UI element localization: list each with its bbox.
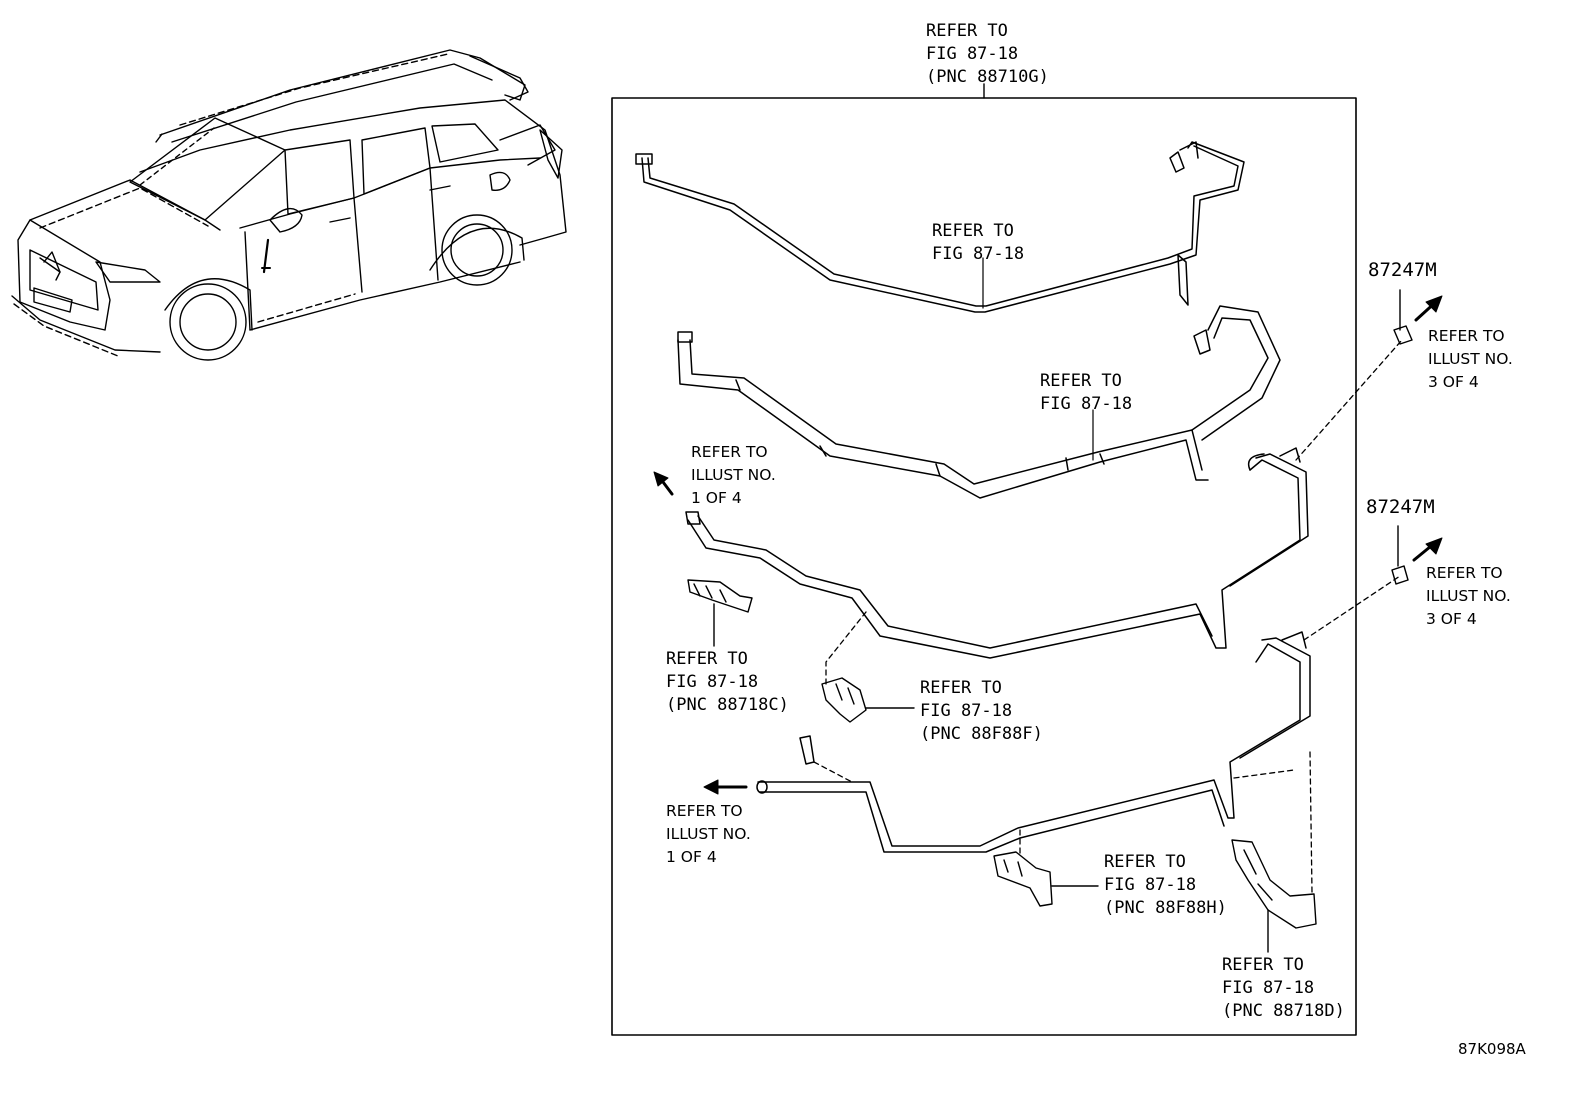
lower-hose [756,631,1311,853]
top-ref-label: REFER TO FIG 87-18 (PNC 88710G) [926,21,1049,87]
illust3-lower-label: REFER TO ILLUST NO. 3 OF 4 [1426,564,1511,628]
vehicle-illustration [11,49,567,361]
part-number-upper: 87247M [1368,259,1437,281]
clip-87247m-upper [1393,289,1413,345]
illust1-upper-label: REFER TO ILLUST NO. 1 OF 4 [691,443,776,507]
clamp-88f88f [821,677,915,723]
upper-pipe-ref-label: REFER TO FIG 87-18 [932,221,1025,264]
clamp-88f88h [993,851,1099,907]
clip-87247m-lower [1391,525,1409,585]
illust3-upper-label: REFER TO ILLUST NO. 3 OF 4 [1428,327,1513,391]
clamp-88f88h-ref-label: REFER TO FIG 87-18 (PNC 88F88H) [1104,852,1227,918]
part-number-lower: 87247M [1366,496,1435,518]
middle-hose [685,447,1309,659]
upper-pipe [635,141,1245,313]
figure-code: 87K098A [1458,1040,1526,1058]
upper-hose [677,305,1281,499]
upper-hose-ref-label: REFER TO FIG 87-18 [1040,371,1133,414]
clamp-88718d-ref-label: REFER TO FIG 87-18 (PNC 88718D) [1222,955,1345,1021]
clamp-88f88f-ref-label: REFER TO FIG 87-18 (PNC 88F88F) [920,678,1043,744]
direction-arrows [653,295,1443,795]
illust1-lower-label: REFER TO ILLUST NO. 1 OF 4 [666,802,751,866]
dashed-leaders [813,339,1403,893]
clamp-88718c-ref-label: REFER TO FIG 87-18 (PNC 88718C) [666,649,789,715]
clamp-88718d [1231,839,1317,953]
clamp-88718c [687,579,753,647]
